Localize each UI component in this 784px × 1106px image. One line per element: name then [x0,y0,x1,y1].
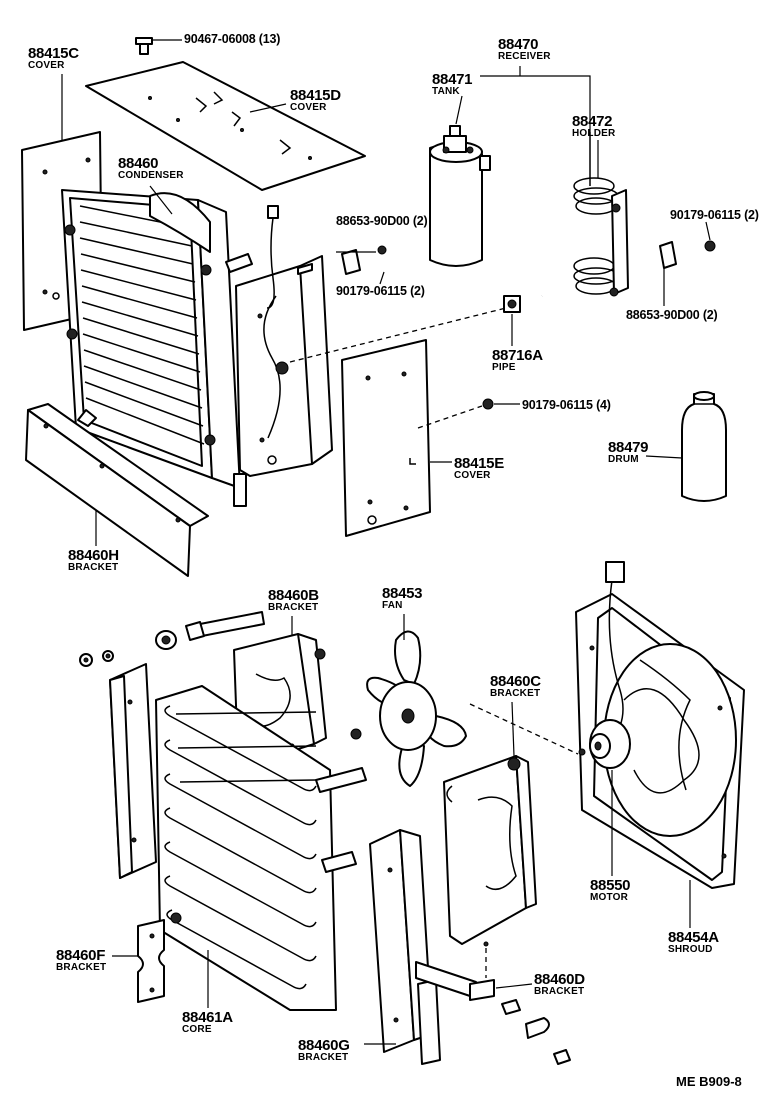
left-side-bracket-shape [109,663,157,879]
holder-88472-shape [573,132,629,297]
bolt-and-washers-shape [79,611,265,667]
nut-lower-shape [350,728,362,740]
part-88653-b: 88653-90D00 (2) [626,308,718,322]
pipe-88716a-shape [479,155,550,313]
cover-88415e-shape [341,339,431,537]
reference-code: ME B909-8 [676,1074,742,1089]
shroud-88454a-shape [575,593,745,889]
drum-88479-shape [681,391,727,502]
fan-88453-shape [366,630,467,787]
part-90467: 90467-06008 (13) [184,32,281,46]
part-88653-a: 88653-90D00 (2) [336,214,428,228]
motor-88550-shape [578,561,631,769]
clip-88653-a-shape [341,245,387,275]
nut-90179-c-shape [482,398,494,410]
bracket-88460f-shape [137,919,165,1003]
leader-line-pipe [289,307,507,363]
part-90179-b: 90179-06115 (2) [670,208,759,222]
tank-88471-shape [429,125,483,267]
leader-line-cover [417,405,483,429]
part-90179-c: 90179-06115 (4) [522,398,611,412]
bracket-88460d-shape [415,948,571,1065]
cover-88415d-shape [85,61,366,191]
bracket-88460c-shape [443,755,537,947]
bracket-88460h-shape [25,403,209,577]
core-88461a-shape [155,685,367,1011]
upper-condenser-bracket-shape [233,255,333,507]
leader-line-fan [469,703,579,755]
part-90179-a: 90179-06115 (2) [336,284,425,298]
bolt-90467-shape [135,37,153,55]
clip-88653-b-shape [659,240,716,269]
bracket-88460g-shape [369,829,441,1065]
condenser-pipe-shape [266,205,313,375]
